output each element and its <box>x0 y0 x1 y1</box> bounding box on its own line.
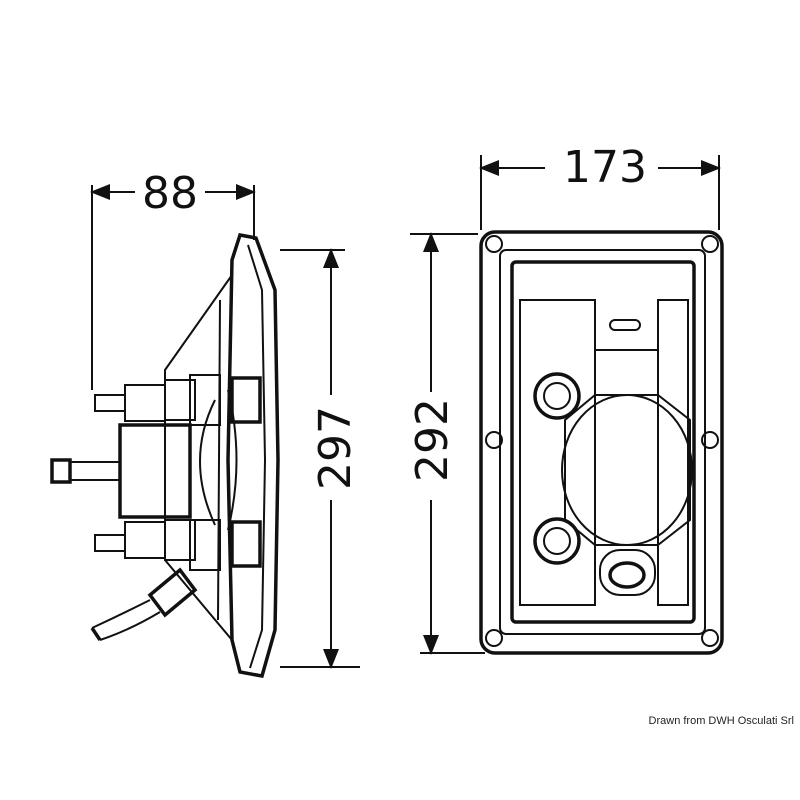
dimension-88: 88 <box>90 168 256 390</box>
dim-292-label: 292 <box>407 398 458 482</box>
dimension-292: 292 <box>407 232 485 655</box>
side-view: 88 297 <box>50 168 361 679</box>
front-body <box>479 230 724 655</box>
credit-text: Drawn from DWH Osculati Srl <box>648 715 794 727</box>
dim-297-label: 297 <box>310 406 361 490</box>
front-view: 173 292 <box>407 142 724 655</box>
dim-173-label: 173 <box>563 142 647 193</box>
dimension-173: 173 <box>479 142 721 230</box>
dimension-297: 297 <box>280 248 361 669</box>
dim-88-label: 88 <box>142 168 198 219</box>
side-body <box>50 232 280 679</box>
